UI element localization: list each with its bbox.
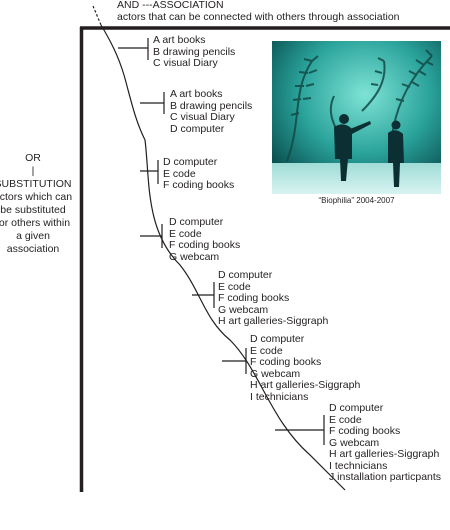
substitution-description-line: a given bbox=[16, 230, 50, 242]
bracket-group-3 bbox=[140, 160, 159, 184]
actor-item: D computer bbox=[170, 122, 225, 135]
substitution-label: SUBSTITUTION bbox=[0, 178, 72, 190]
substitution-curve bbox=[100, 24, 346, 491]
actor-item: G webcam bbox=[169, 250, 220, 263]
actor-item: D computer bbox=[218, 269, 273, 281]
visitor-silhouettes bbox=[334, 114, 404, 187]
actor-item: E code bbox=[329, 413, 362, 426]
actor-item: I technicians bbox=[329, 459, 388, 472]
curve-dashed-start bbox=[92, 5, 102, 26]
bracket-group-1 bbox=[118, 38, 149, 60]
actor-item: A art books bbox=[153, 34, 206, 46]
actor-item: D computer bbox=[163, 156, 218, 168]
actor-group-7: D computer E code F coding books G webca… bbox=[329, 402, 442, 484]
actor-item: D computer bbox=[250, 333, 305, 345]
bracket-group-2 bbox=[140, 92, 165, 114]
diagram-subtitle: actors that can be connected with others… bbox=[117, 11, 400, 23]
bracket-group-7 bbox=[275, 415, 325, 445]
actor-group-2: A art books B drawing pencils C visual D… bbox=[170, 88, 253, 135]
actor-item: D computer bbox=[169, 216, 224, 228]
photo-caption: “Biophilia” 2004-2007 bbox=[318, 196, 395, 205]
or-label: OR bbox=[25, 152, 41, 164]
bracket-group-5 bbox=[192, 282, 215, 308]
actor-item: G webcam bbox=[250, 367, 301, 380]
actor-item: H art galleries-Siggraph bbox=[218, 315, 329, 327]
actor-group-1: A art books B drawing pencils C visual D… bbox=[153, 34, 236, 70]
substitution-description-line: actors which can bbox=[0, 191, 73, 203]
diagram-title: AND ---ASSOCIATION bbox=[117, 0, 224, 11]
actor-item: F coding books bbox=[163, 179, 235, 191]
installation-illustration bbox=[272, 41, 441, 194]
actor-item: A art books bbox=[170, 88, 223, 100]
actor-item: E code bbox=[163, 167, 196, 180]
bracket-group-4 bbox=[140, 224, 163, 248]
actor-item: E code bbox=[218, 280, 251, 293]
actor-item: G webcam bbox=[329, 436, 380, 449]
actor-item: H art galleries-Siggraph bbox=[250, 379, 361, 391]
actor-item: D computer bbox=[329, 402, 384, 414]
bracket-group-6 bbox=[222, 348, 247, 374]
substitution-description-line: be substituted bbox=[0, 204, 66, 216]
actor-group-5: D computer E code F coding books G webca… bbox=[218, 269, 329, 328]
actor-item: B drawing pencils bbox=[170, 99, 253, 112]
actor-group-3: D computer E code F coding books bbox=[163, 156, 235, 192]
biophilia-installation-photo bbox=[272, 41, 441, 194]
actor-item: C visual Diary bbox=[153, 57, 218, 69]
substitution-description-line: for others within bbox=[0, 217, 71, 229]
actor-item: C visual Diary bbox=[170, 111, 235, 123]
actor-item: B drawing pencils bbox=[153, 45, 236, 58]
actor-item: E code bbox=[169, 227, 202, 240]
substitution-description-line: association bbox=[6, 243, 60, 255]
actor-item: F coding books bbox=[218, 292, 290, 304]
actor-item: H art galleries-Siggraph bbox=[329, 448, 440, 460]
actor-group-6: D computer E code F coding books G webca… bbox=[250, 333, 361, 403]
actor-item: E code bbox=[250, 344, 283, 357]
or-divider-bar: | bbox=[31, 165, 35, 177]
actor-item: J installation particpants bbox=[329, 471, 442, 483]
actor-group-4: D computer E code F coding books G webca… bbox=[169, 216, 241, 263]
actor-item: G webcam bbox=[218, 303, 269, 316]
actor-item: F coding books bbox=[329, 425, 401, 437]
actor-item: I technicians bbox=[250, 390, 309, 403]
actor-item: F coding books bbox=[169, 239, 241, 251]
substitution-block: OR | SUBSTITUTION actors which can be su… bbox=[0, 152, 78, 256]
actor-item: F coding books bbox=[250, 356, 322, 368]
